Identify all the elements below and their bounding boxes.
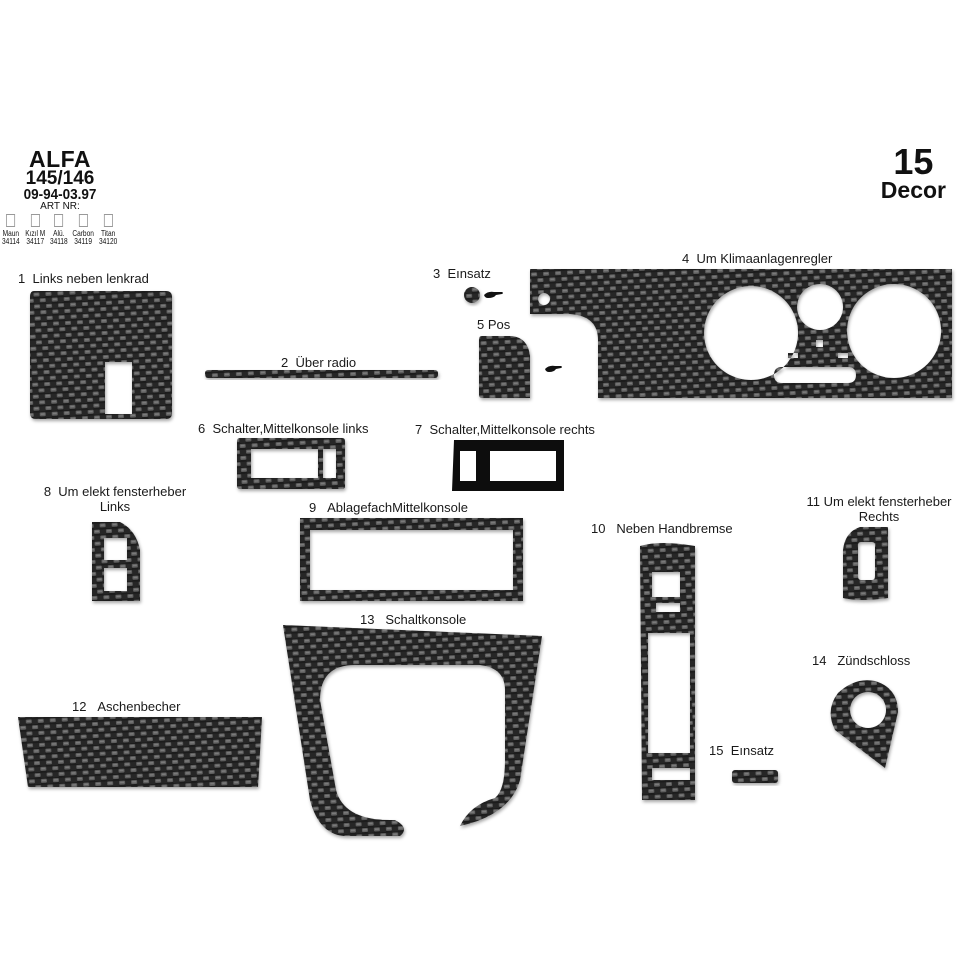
checkbox-icon[interactable] xyxy=(30,214,40,227)
part-2-shape[interactable] xyxy=(205,370,438,378)
part-4-shape[interactable] xyxy=(530,269,952,398)
pointer-hand-icon xyxy=(545,365,562,372)
kit-badge: 15 Decor xyxy=(880,141,946,203)
part-15-shape[interactable] xyxy=(732,770,778,783)
part-label-12: 12 Aschenbecher xyxy=(72,699,181,714)
part-label-4: 4 Um Klimaanlagenregler xyxy=(682,251,833,266)
brand-name: ALFA xyxy=(28,146,92,172)
part-10-shape[interactable] xyxy=(640,543,695,800)
part-label-6: 6 Schalter,Mittelkonsole links xyxy=(198,421,369,436)
checkbox-icon[interactable] xyxy=(78,214,88,227)
part-label-1: 1 Links neben lenkrad xyxy=(18,271,149,286)
part-label-13: 13 Schaltkonsole xyxy=(360,612,467,627)
part-8-shape[interactable] xyxy=(92,522,140,601)
part-12-shape[interactable] xyxy=(18,717,262,787)
part-label-3: 3 Eınsatz xyxy=(433,266,491,281)
part-13-shape[interactable] xyxy=(283,625,542,837)
model-years: 09-94-03.97 xyxy=(23,186,97,203)
part-label-7: 7 Schalter,Mittelkonsole rechts xyxy=(415,422,595,437)
model-name: 145/146 xyxy=(25,168,95,189)
art-nr-label: ART NR: xyxy=(40,201,80,212)
part-label-14: 14 Zündschloss xyxy=(812,653,911,668)
piece-count: 15 xyxy=(893,141,934,182)
part-label-9: 9 AblagefachMittelkonsole xyxy=(309,500,468,515)
checkbox-icon[interactable] xyxy=(103,214,113,227)
part-label-10: 10 Neben Handbremse xyxy=(591,521,733,536)
part-9-shape[interactable] xyxy=(300,518,523,601)
checkbox-icon[interactable] xyxy=(6,214,16,227)
part-7-shape[interactable] xyxy=(452,440,564,491)
variant-option[interactable]: Alü.34118 xyxy=(50,214,68,246)
checkbox-icon[interactable] xyxy=(54,214,64,227)
brand-block: ALFA 145/146 09-94-03.97 ART NR: xyxy=(0,148,120,212)
part-6-shape[interactable] xyxy=(237,438,345,489)
part-1-shape[interactable] xyxy=(30,291,172,419)
part-3-shape[interactable] xyxy=(464,287,480,303)
part-label-2: 2 Über radio xyxy=(281,355,357,370)
pointer-hand-icon xyxy=(484,291,503,298)
part-11-shape[interactable] xyxy=(843,527,888,600)
kit-type: Decor xyxy=(880,177,946,203)
part-14-shape[interactable] xyxy=(830,680,898,768)
part-5-shape[interactable] xyxy=(479,336,530,398)
part-label-5: 5 Pos xyxy=(477,317,511,332)
part-label-15: 15 Eınsatz xyxy=(709,743,775,758)
